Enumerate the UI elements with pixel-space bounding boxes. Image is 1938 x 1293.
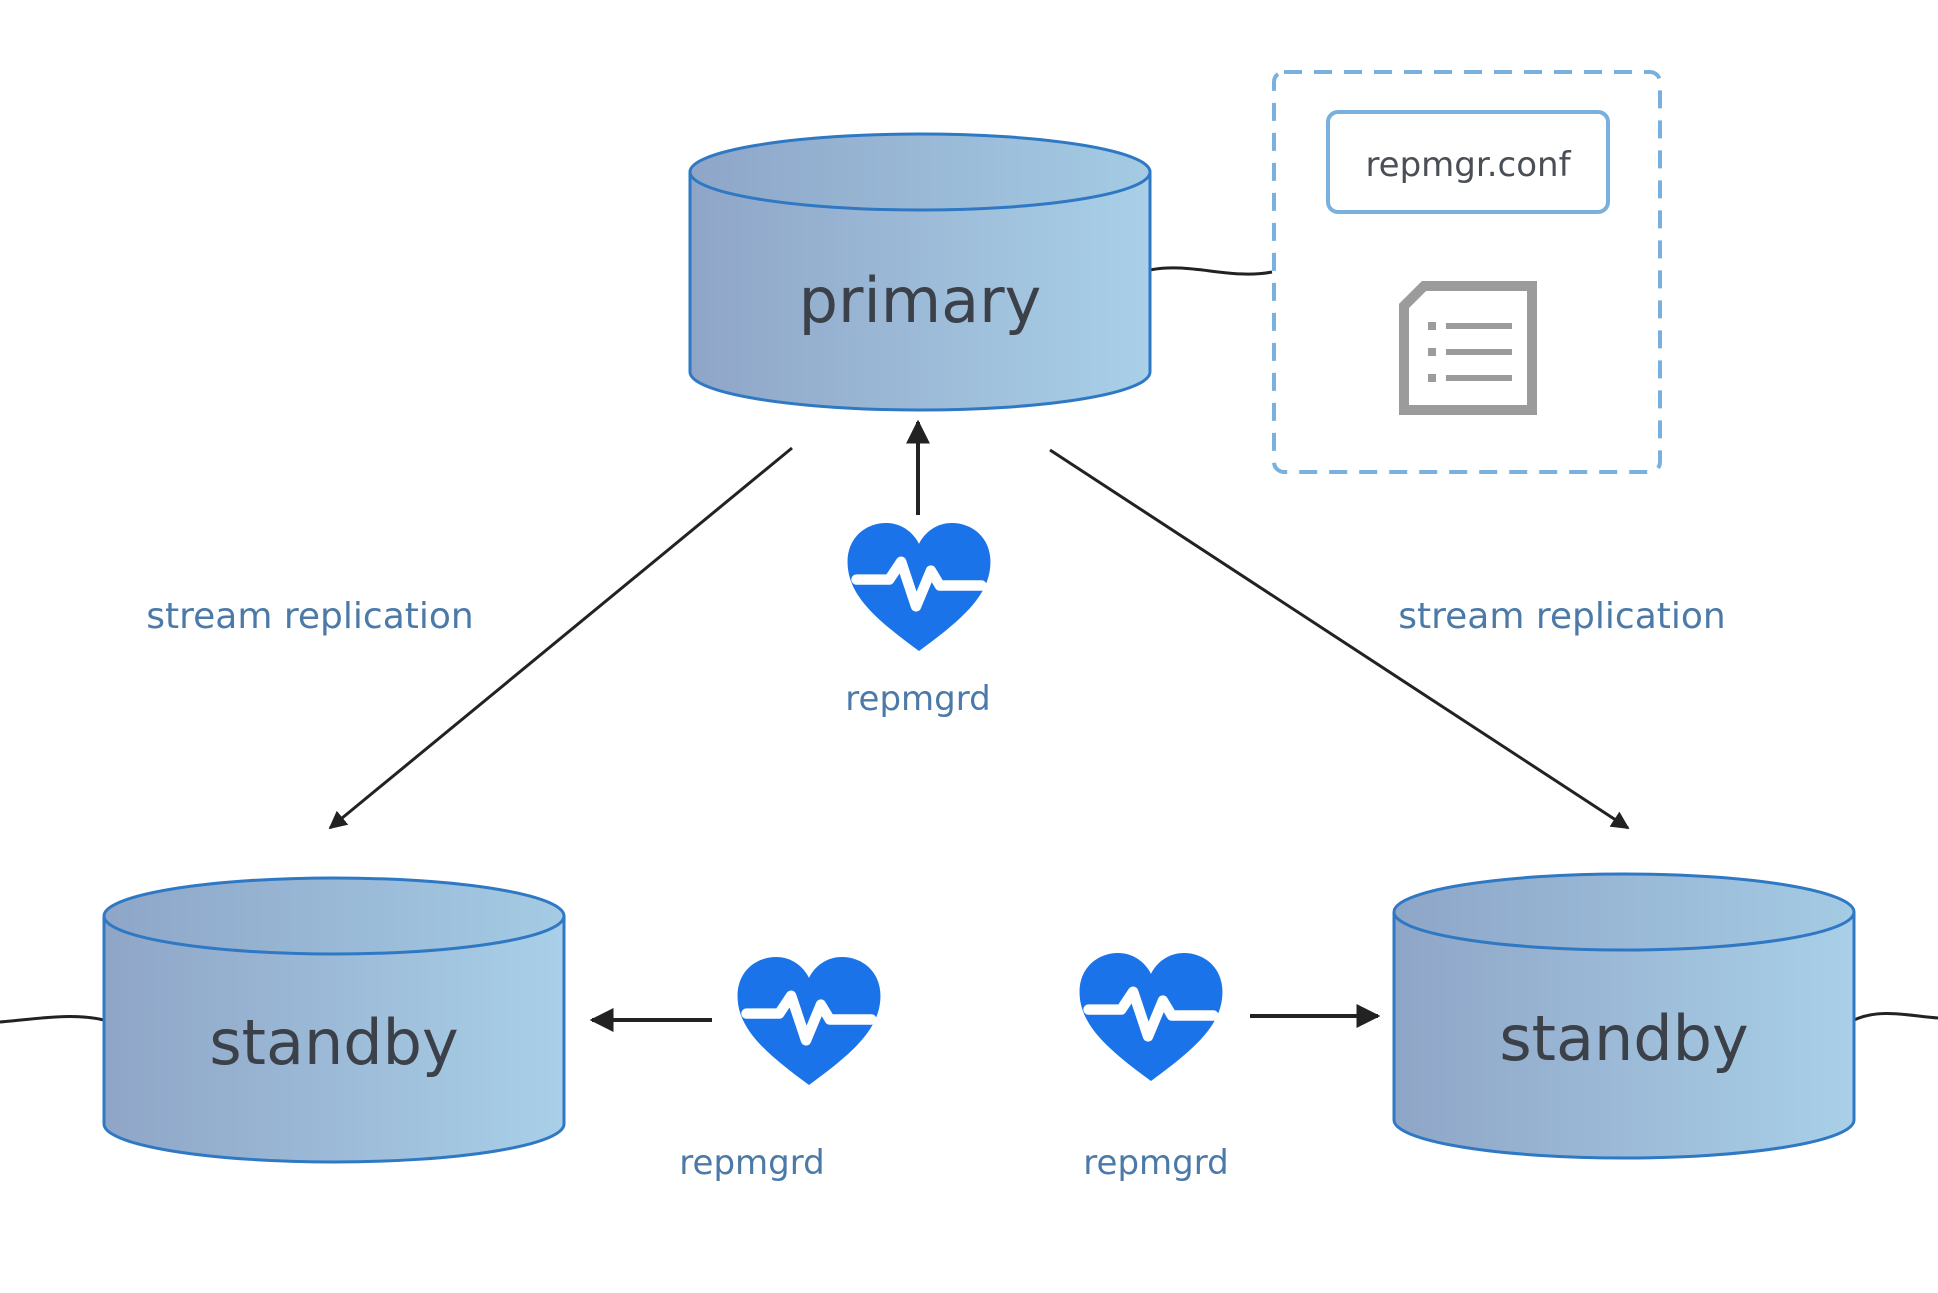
left-standby-stub bbox=[0, 1015, 105, 1024]
config-filename: repmgr.conf bbox=[1365, 145, 1571, 185]
standby-left-monitor-label: repmgrd bbox=[679, 1143, 824, 1183]
document-icon bbox=[1399, 281, 1537, 415]
heartbeat-icon bbox=[738, 957, 881, 1085]
replication-right-label: stream replication bbox=[1398, 596, 1725, 637]
config-group: repmgr.conf bbox=[1272, 70, 1662, 474]
config-file-box bbox=[1326, 110, 1610, 214]
replication-right-arrow bbox=[1049, 448, 1630, 830]
primary-monitor-label: repmgrd bbox=[845, 679, 990, 719]
heartbeat-icon bbox=[1080, 953, 1223, 1081]
right-standby-stub bbox=[1853, 1012, 1938, 1022]
heartbeat-icon bbox=[848, 523, 991, 651]
standby-left-label: standby bbox=[209, 1006, 458, 1079]
standby-right-database-node: standby bbox=[1392, 872, 1856, 1160]
standby-right-monitor-label: repmgrd bbox=[1083, 1143, 1228, 1183]
config-dashed-box bbox=[1272, 70, 1662, 474]
primary-config-connector bbox=[1149, 266, 1273, 276]
replication-left-label: stream replication bbox=[146, 596, 473, 637]
standby-right-label: standby bbox=[1499, 1002, 1748, 1075]
standby-left-database-node: standby bbox=[102, 876, 566, 1164]
primary-label: primary bbox=[799, 264, 1042, 337]
replication-left-arrow bbox=[328, 446, 793, 830]
primary-database-node: primary bbox=[688, 132, 1152, 412]
